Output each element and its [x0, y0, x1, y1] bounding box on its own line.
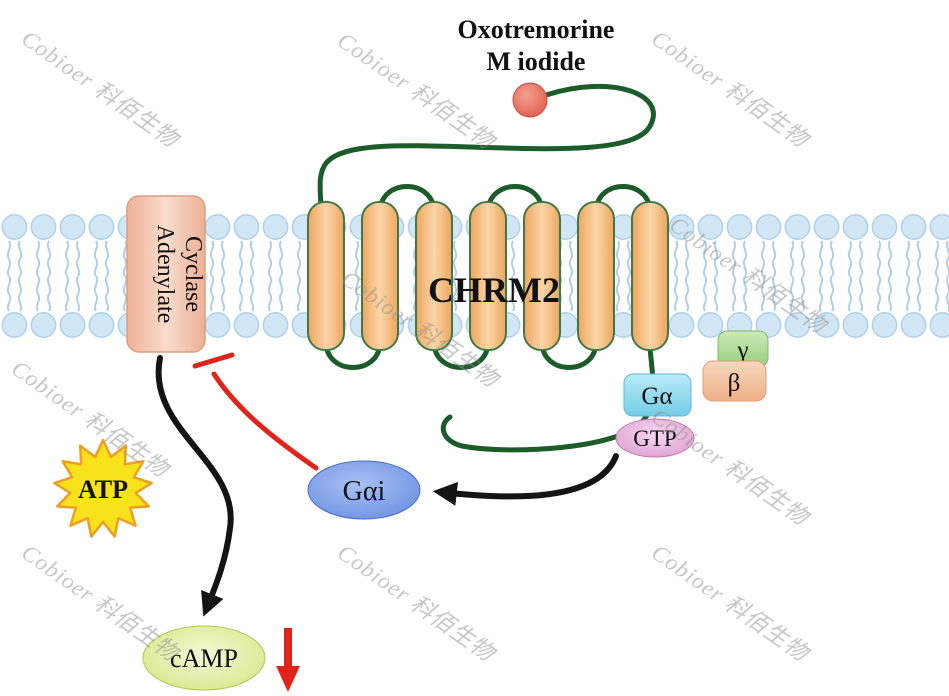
g-gamma-label: γ: [736, 337, 748, 364]
watermark: Cobioer 科佰生物: [333, 28, 501, 156]
receptor-helix: [469, 201, 507, 351]
camp-label: cAMP: [170, 644, 238, 673]
receptor-helix: [523, 201, 561, 351]
receptor-helices: [307, 201, 669, 351]
g-beta-subunit: β: [702, 360, 767, 402]
atp-starburst-shape: [53, 438, 153, 538]
g-alpha-i: Gαi: [307, 460, 421, 520]
n-terminal-loop: [317, 83, 656, 209]
activation-arrow-gtp-to-gai: [432, 453, 619, 506]
receptor-helix: [415, 201, 453, 351]
g-alpha-i-label: Gαi: [343, 476, 386, 507]
watermark: Cobioer 科佰生物: [17, 26, 185, 154]
inhibition-arrow-tbar: [192, 352, 235, 369]
inhibition-arrow-shaft: [211, 371, 319, 471]
g-alpha-label: Gα: [641, 383, 672, 410]
receptor-label: CHRM2: [428, 270, 560, 310]
g-alpha-subunit: Gα: [623, 373, 692, 417]
g-beta-label: β: [728, 370, 741, 397]
adenylate-cyclase: Adenylate Cyclase: [126, 195, 206, 353]
camp-decrease-arrow: [276, 628, 300, 692]
activation-arrow-ac-to-camp: [155, 355, 234, 617]
ligand-title-line1: Oxotremorine: [458, 15, 615, 44]
watermark: Cobioer 科佰生物: [647, 26, 815, 154]
receptor-helix: [307, 201, 345, 351]
intracellular-loop: [431, 339, 491, 370]
receptor-helix: [631, 201, 669, 351]
intracellular-loop: [539, 339, 599, 370]
ligand-dot: [512, 82, 548, 118]
atp-label: ATP: [78, 475, 128, 504]
gtp-label: GTP: [633, 426, 676, 451]
camp-molecule: cAMP: [142, 625, 266, 691]
adenylate-cyclase-label-line2: Cyclase: [180, 236, 206, 312]
gtp-molecule: GTP: [615, 418, 695, 458]
adenylate-cyclase-label-line1: Adenylate: [152, 225, 178, 324]
receptor-helix: [577, 201, 615, 351]
watermark: Cobioer 科佰生物: [647, 404, 815, 532]
ligand-title-line2: M iodide: [487, 47, 586, 76]
receptor-helix: [361, 201, 399, 351]
atp-starburst: ATP: [53, 438, 153, 538]
intracellular-loop: [323, 339, 383, 370]
watermark: Cobioer 科佰生物: [17, 540, 185, 668]
inhibition-arrow: [192, 352, 319, 471]
watermark: Cobioer 科佰生物: [333, 540, 501, 668]
watermark: Cobioer 科佰生物: [647, 540, 815, 668]
